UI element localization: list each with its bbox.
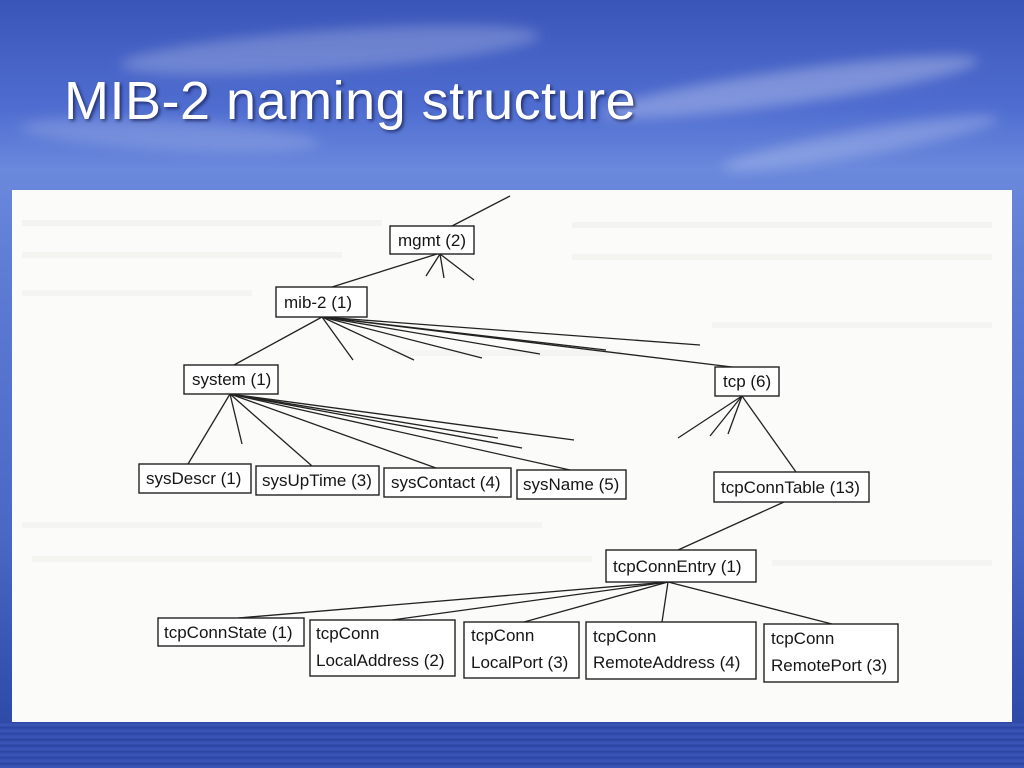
tree-node-mib-2: mib-2 (1) [275,286,368,318]
node-label: RemotePort (3) [771,656,887,675]
node-label: tcpConn [593,627,656,646]
tree-node-sysdescr: sysDescr (1) [138,463,252,494]
node-label: tcpConnEntry (1) [613,557,742,576]
tree-node-sysuptime: sysUpTime (3) [255,465,380,496]
node-label: sysName (5) [523,475,619,494]
cloud-streak [719,105,1001,181]
node-label: tcp (6) [723,372,771,391]
node-label: sysContact (4) [391,473,501,492]
tree-node-tcpconnentry: tcpConnEntry (1) [605,549,757,583]
mib-tree-diagram: mgmt (2) mib-2 (1) system (1) tcp (6) sy… [22,195,992,683]
node-label: mib-2 (1) [284,293,352,312]
tree-node-syscontact: sysContact (4) [383,467,512,498]
tree-node-tcpconnstate: tcpConnState (1) [157,617,305,647]
node-label: tcpConnTable (13) [721,478,860,497]
tree-node-system: system (1) [183,364,279,395]
tree-edges [187,195,833,625]
node-label: tcpConn [471,626,534,645]
node-label: mgmt (2) [398,231,466,250]
tree-node-sysname: sysName (5) [516,469,627,500]
tree-node-tcpconn-localaddress: tcpConn LocalAddress (2) [309,619,456,677]
tree-node-tcpconn-localport: tcpConn LocalPort (3) [463,621,580,679]
node-label: sysDescr (1) [146,469,241,488]
cloud-streak [599,43,981,131]
node-label: tcpConn [316,624,379,643]
diagram-panel: mgmt (2) mib-2 (1) system (1) tcp (6) sy… [12,190,1012,722]
node-label: sysUpTime (3) [262,471,372,490]
node-label: RemoteAddress (4) [593,653,740,672]
node-label: tcpConn [771,629,834,648]
tree-node-tcpconntable: tcpConnTable (13) [713,471,870,503]
node-label: LocalAddress (2) [316,651,445,670]
node-label: tcpConnState (1) [164,623,293,642]
node-label: system (1) [192,370,271,389]
water-background [0,722,1024,768]
tree-node-tcpconn-remoteaddress: tcpConn RemoteAddress (4) [585,621,757,680]
tree-node-tcp: tcp (6) [714,366,780,397]
slide-title: MIB-2 naming structure [64,71,637,131]
scan-texture [22,220,992,566]
tree-node-tcpconn-remoteport: tcpConn RemotePort (3) [763,623,899,683]
node-label: LocalPort (3) [471,653,568,672]
tree-node-mgmt: mgmt (2) [389,225,475,255]
